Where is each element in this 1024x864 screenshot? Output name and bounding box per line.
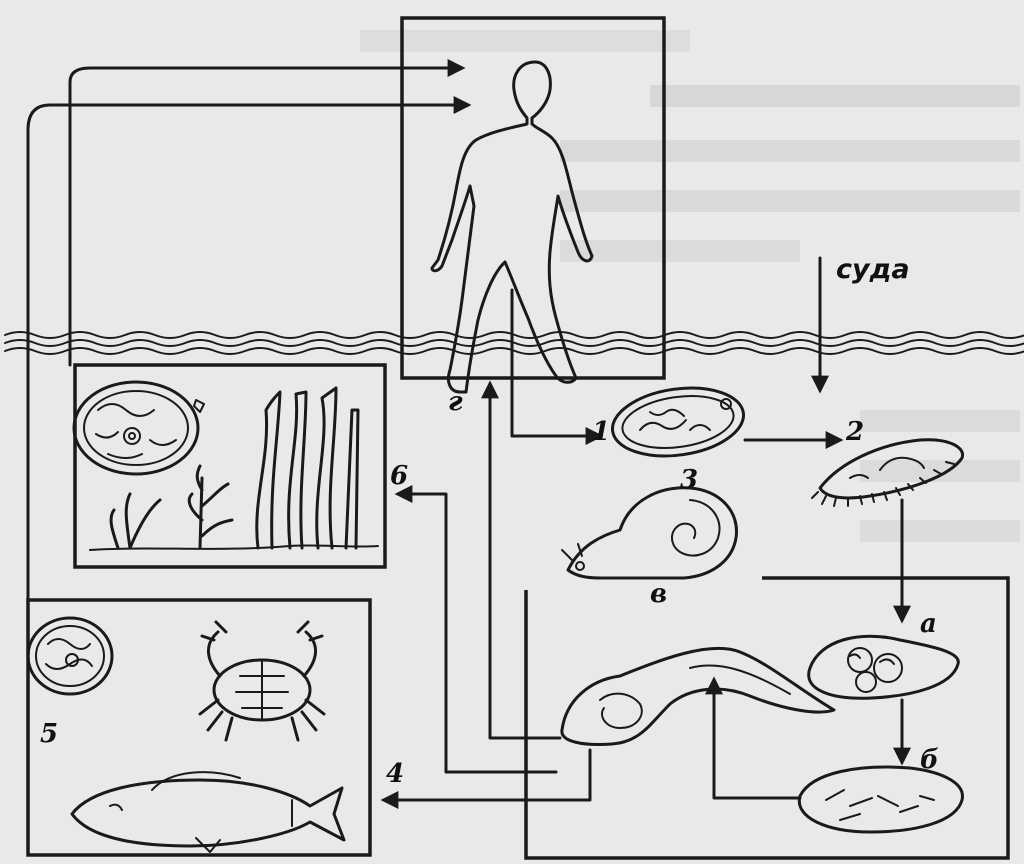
fish-crab-contents xyxy=(28,618,344,852)
redia-stage-b xyxy=(799,767,962,832)
plants-contents xyxy=(74,382,378,550)
label-stage-2: 2 xyxy=(845,417,864,447)
arrow-cercaria-to-plants xyxy=(398,494,556,772)
label-stage-a: а xyxy=(920,609,937,639)
label-stage-g: г xyxy=(448,387,463,417)
arrow-cercaria-to-fish xyxy=(384,750,590,800)
snail-stage-3 xyxy=(562,488,737,578)
label-stage-6: 6 xyxy=(390,461,408,491)
egg-stage-1 xyxy=(608,380,748,464)
cercaria-stage-v xyxy=(562,648,834,744)
label-stage-1: 1 xyxy=(592,417,610,447)
label-water-arrow: суда xyxy=(836,254,910,285)
label-stage-v: в xyxy=(650,579,667,609)
label-stage-4: 4 xyxy=(386,759,404,789)
label-stage-3: 3 xyxy=(680,465,698,495)
label-stage-5: 5 xyxy=(40,719,58,749)
sporocyst-stage-a xyxy=(809,636,959,698)
plants-box xyxy=(75,365,385,567)
water-surface xyxy=(5,332,1024,354)
